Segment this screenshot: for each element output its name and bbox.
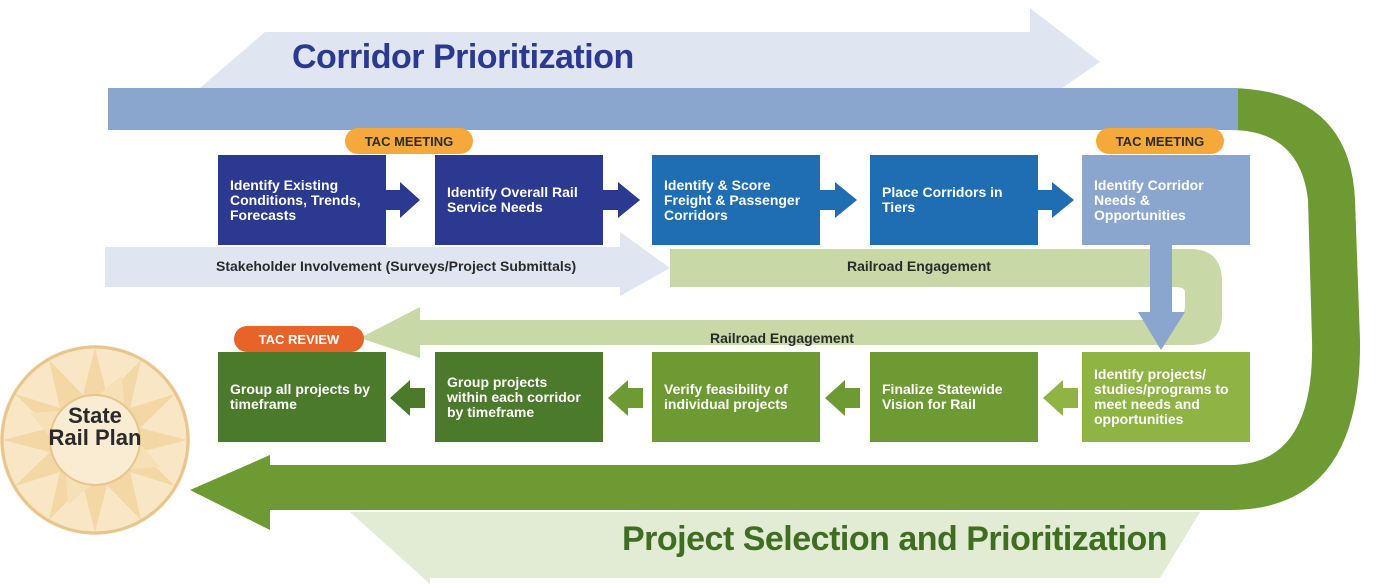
step-text: Identify projects/ studies/programs to m… bbox=[1094, 366, 1229, 427]
step-text: Group projects within each corridor by t… bbox=[447, 373, 581, 420]
step-identify-corridor-needs: Identify Corridor Needs & Opportunities bbox=[1082, 155, 1250, 245]
seal-line-1: State bbox=[68, 403, 122, 428]
corridor-prioritization-title: Corridor Prioritization bbox=[292, 38, 634, 76]
step-identify-existing-conditions: Identify Existing Conditions, Trends, Fo… bbox=[218, 155, 386, 245]
railroad-engagement-top-label: Railroad Engagement bbox=[847, 258, 991, 274]
state-rail-plan-seal bbox=[0, 345, 190, 535]
step-text: Verify feasibility of individual project… bbox=[664, 381, 788, 412]
project-selection-title: Project Selection and Prioritization bbox=[622, 520, 1168, 558]
step-verify-feasibility: Verify feasibility of individual project… bbox=[652, 352, 820, 442]
stakeholder-arrow bbox=[105, 232, 670, 296]
arrow-top-2 bbox=[603, 182, 640, 218]
corridor-prioritization-arrow bbox=[200, 8, 1100, 110]
step-text: Finalize Statewide Vision for Rail bbox=[882, 381, 1003, 412]
arrow-bottom-3 bbox=[825, 380, 860, 416]
step-group-projects-within-corridor: Group projects within each corridor by t… bbox=[435, 352, 603, 442]
arrow-bottom-1 bbox=[390, 380, 425, 416]
step-text: Identify Corridor Needs & Opportunities bbox=[1094, 176, 1204, 223]
step-finalize-statewide-vision: Finalize Statewide Vision for Rail bbox=[870, 352, 1038, 442]
green-loop-band bbox=[190, 88, 1361, 530]
tac-review-badge: TAC REVIEW bbox=[234, 326, 364, 352]
step-text: Identify Overall Rail Service Needs bbox=[447, 184, 578, 215]
step-place-corridors-in-tiers: Place Corridors in Tiers bbox=[870, 155, 1038, 245]
stakeholder-involvement-label: Stakeholder Involvement (Surveys/Project… bbox=[216, 258, 577, 274]
step-text: Group all projects by timeframe bbox=[230, 381, 371, 412]
step-identify-score-corridors: Identify & Score Freight & Passenger Cor… bbox=[652, 155, 820, 245]
tac-meeting-badge-1: TAC MEETING bbox=[345, 128, 473, 154]
down-arrow bbox=[1138, 245, 1185, 350]
arrow-top-3 bbox=[820, 182, 857, 218]
corridor-band bbox=[108, 88, 1238, 130]
railroad-engagement-loop bbox=[360, 249, 1222, 358]
step-text: Identify & Score Freight & Passenger Cor… bbox=[664, 176, 801, 223]
tac-meeting-badge-2: TAC MEETING bbox=[1096, 128, 1224, 154]
step-group-all-projects: Group all projects by timeframe bbox=[218, 352, 386, 442]
step-identify-projects-studies: Identify projects/ studies/programs to m… bbox=[1082, 352, 1250, 442]
arrow-top-4 bbox=[1038, 182, 1074, 218]
step-text: Place Corridors in Tiers bbox=[882, 184, 1003, 215]
project-selection-pale-arrow bbox=[350, 512, 1200, 584]
arrow-bottom-4 bbox=[1043, 380, 1078, 416]
seal-label: State Rail Plan bbox=[0, 405, 190, 449]
railroad-engagement-middle-label: Railroad Engagement bbox=[710, 330, 854, 346]
arrow-bottom-2 bbox=[608, 380, 643, 416]
seal-line-2: Rail Plan bbox=[48, 425, 142, 450]
step-text: Identify Existing Conditions, Trends, Fo… bbox=[230, 176, 361, 223]
arrow-top-1 bbox=[386, 182, 420, 218]
step-identify-rail-service-needs: Identify Overall Rail Service Needs bbox=[435, 155, 603, 245]
